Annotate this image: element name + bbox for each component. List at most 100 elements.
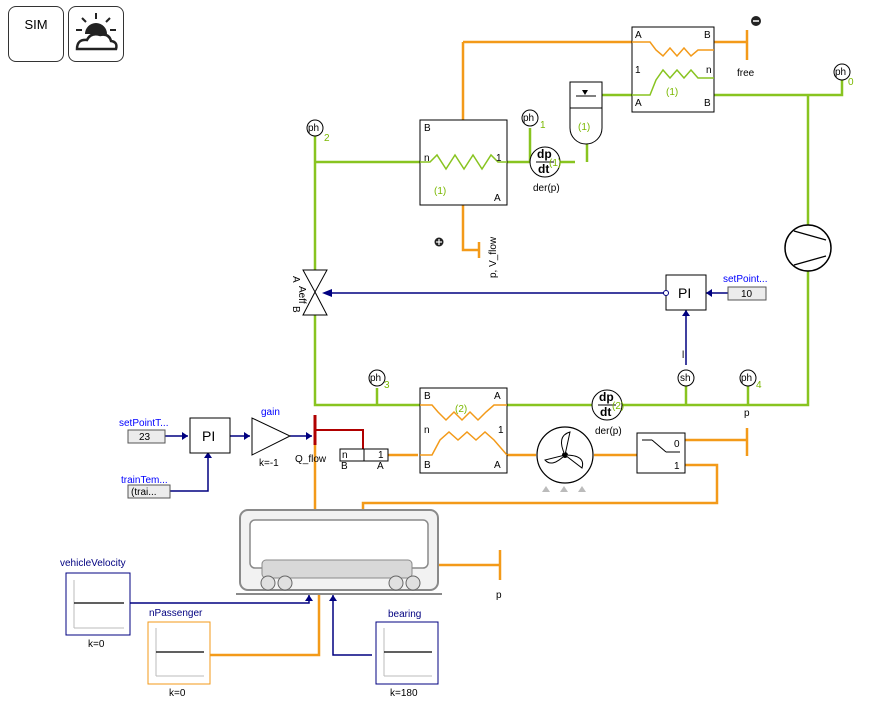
setpoint-t-value: 23 xyxy=(139,432,151,443)
ph-sensors: ph 2 ph 1 ph 0 ph 3 ph 4 p sh l xyxy=(306,63,854,419)
pi-temp: PI xyxy=(189,417,231,454)
train-temp-name: trainTem... xyxy=(121,475,168,486)
expansion-valve: A Aeff B xyxy=(290,269,328,316)
valve-port-b: B xyxy=(290,306,301,313)
ph0-label: ph xyxy=(835,67,846,78)
ph4-index: 4 xyxy=(756,380,762,391)
sim-button[interactable]: SIM xyxy=(8,6,64,62)
evap-rear-index: (2) xyxy=(455,404,467,415)
gain-block: gain k=-1 xyxy=(251,407,292,469)
ph4-p-label: p xyxy=(744,408,750,419)
free-label: free xyxy=(737,68,755,79)
evaporator-rear: B A n 1 B A (2) xyxy=(419,387,508,474)
vehicle-velocity-name: vehicleVelocity xyxy=(60,558,126,569)
cond-port-b-bottom: B xyxy=(704,98,711,109)
gain-name: gain xyxy=(261,407,280,418)
ambient-p-label: p xyxy=(496,590,502,601)
setpoint-top-value: 10 xyxy=(741,289,753,300)
condenser-top: A B 1 n A B (1) xyxy=(631,26,715,113)
cond-port-n: n xyxy=(706,65,712,76)
air-lines xyxy=(210,40,747,657)
evap-rear-port-b-top: B xyxy=(424,391,431,402)
p-vflow-label: p, V_flow xyxy=(488,236,499,278)
ph0-index: 0 xyxy=(848,77,854,88)
signal-arrows xyxy=(182,289,712,601)
q-flow-label: Q_flow xyxy=(295,454,327,465)
cond-port-1: 1 xyxy=(635,65,641,76)
heat-port-lines xyxy=(313,415,364,450)
setpoint-top-name: setPoint... xyxy=(723,274,767,285)
hfs-port-1: 1 xyxy=(378,450,384,461)
setpoint-t-name: setPointT... xyxy=(119,418,168,429)
train-temp: trainTem... (trai... xyxy=(121,475,171,499)
air-source-free: free xyxy=(737,16,761,79)
evap-rear-port-a-bottom: A xyxy=(494,460,501,471)
evap-rear-port-b-bottom: B xyxy=(424,460,431,471)
der-bottom-label: der(p) xyxy=(595,426,622,437)
n-passenger-block: nPassenger k=0 xyxy=(147,608,211,699)
cond-port-b-top: B xyxy=(704,30,711,41)
n-passenger-name: nPassenger xyxy=(149,608,203,619)
der-bottom-index: (2) xyxy=(612,401,624,412)
accumulator: (1) xyxy=(569,81,603,145)
evaporator-front: B n 1 A (1) xyxy=(419,119,508,206)
evap-front-index: (1) xyxy=(434,186,446,197)
cond-index: (1) xyxy=(666,87,678,98)
sh-l-label: l xyxy=(682,350,684,361)
pi-temp-label: PI xyxy=(202,428,215,444)
evap-front-port-n: n xyxy=(424,153,430,164)
heat-flow-source: n 1 B A Q_flow xyxy=(295,448,389,472)
air-sink-pvflow: p, V_flow xyxy=(434,236,499,278)
vehicle-velocity-block: vehicleVelocity k=0 xyxy=(60,558,131,650)
cond-port-a-bottom: A xyxy=(635,98,642,109)
valve-aeff: Aeff xyxy=(296,286,307,304)
ph1-label: ph xyxy=(523,113,534,124)
der-top-index: (1) xyxy=(549,158,561,169)
n-passenger-k: k=0 xyxy=(169,688,186,699)
der-top-dp: dp xyxy=(537,147,552,161)
der-bottom-dp: dp xyxy=(599,390,614,404)
ambient-sink: p xyxy=(496,550,502,601)
sh-label: sh xyxy=(680,373,691,384)
evap-rear-port-n: n xyxy=(424,425,430,436)
switch-0-label: 0 xyxy=(674,439,680,450)
ph2-label: ph xyxy=(308,123,319,134)
evap-front-port-b: B xyxy=(424,123,431,134)
hfs-port-b: B xyxy=(341,461,348,472)
train-temp-value: (trai... xyxy=(131,487,157,498)
ph3-index: 3 xyxy=(384,380,390,391)
valve-port-a: A xyxy=(290,276,301,283)
accumulator-index: (1) xyxy=(578,122,590,133)
evap-front-port-a: A xyxy=(494,193,501,204)
derivative-bottom: dp dt (2) der(p) xyxy=(591,389,624,437)
hfs-port-n: n xyxy=(342,450,348,461)
compressor xyxy=(784,224,832,272)
signal-lines xyxy=(130,292,728,656)
ph2-index: 2 xyxy=(324,133,330,144)
evap-rear-port-1: 1 xyxy=(498,425,504,436)
ph3-label: ph xyxy=(370,373,381,384)
weather-button[interactable] xyxy=(68,6,124,62)
evap-rear-port-a-top: A xyxy=(494,391,501,402)
ph1-index: 1 xyxy=(540,120,546,131)
bearing-k: k=180 xyxy=(390,688,418,699)
fan xyxy=(536,426,594,492)
bearing-name: bearing xyxy=(388,609,421,620)
der-top-dt: dt xyxy=(538,162,549,176)
derivative-top: dp dt (1) der(p) xyxy=(529,146,561,194)
evap-front-port-1: 1 xyxy=(496,153,502,164)
train-cabin xyxy=(236,509,442,595)
switch: 0 1 xyxy=(636,432,686,474)
setpoint-temp: setPointT... 23 xyxy=(119,418,168,444)
sim-label: SIM xyxy=(24,17,48,32)
hfs-port-a: A xyxy=(377,461,384,472)
cond-port-a-top: A xyxy=(635,30,642,41)
sun-cloud-icon xyxy=(75,13,118,51)
der-bottom-dt: dt xyxy=(600,405,611,419)
der-top-label: der(p) xyxy=(533,183,560,194)
bearing-block: bearing k=180 xyxy=(375,609,439,699)
gain-k: k=-1 xyxy=(259,458,279,469)
pi-superheat: PI xyxy=(663,274,707,311)
ph4-label: ph xyxy=(741,373,752,384)
